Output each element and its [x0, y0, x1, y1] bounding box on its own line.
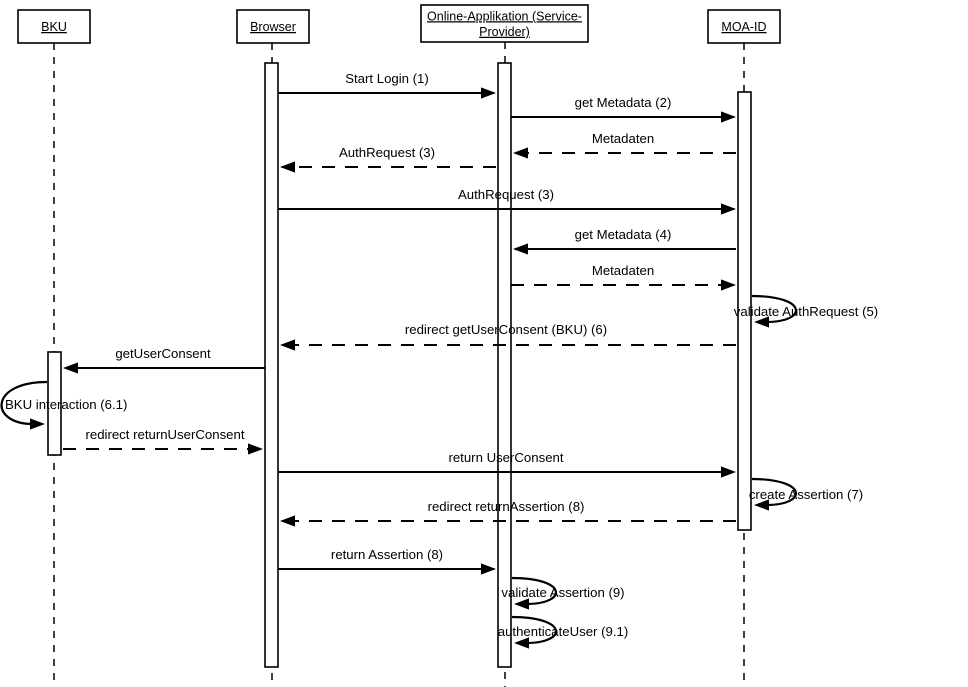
lifeline-head-box-moa-id[interactable] — [707, 9, 781, 44]
lifeline-heads-layer: BKU Browser Online-Applikation (Service- Pr… — [17, 4, 781, 44]
message-9-arrowhead — [280, 339, 295, 351]
message-17-arrowhead — [514, 598, 529, 610]
message-11-label: BKU interaction (6.1) — [5, 397, 127, 412]
message-2-arrowhead — [721, 111, 736, 123]
lifeline-head-label-online-applikation: Online-Applikation (Service- — [427, 9, 582, 23]
message-4-arrowhead — [280, 161, 295, 173]
message-10-label: getUserConsent — [115, 346, 211, 361]
message-13-label: return UserConsent — [448, 450, 563, 465]
activation-bar-bku-0 — [47, 351, 62, 456]
message-7-label: Metadaten — [592, 263, 654, 278]
messages-layer: Start Login (1) get Metadata (2) Metadaten… — [0, 71, 878, 649]
message-17-label: validate Assertion (9) — [501, 585, 624, 600]
message-1-arrowhead — [481, 87, 496, 99]
message-13-arrowhead — [721, 466, 736, 478]
activation-bar-moa-id-0 — [737, 91, 752, 531]
message-9-label: redirect getUserConsent (BKU) (6) — [405, 322, 607, 337]
message-14-label: create Assertion (7) — [749, 487, 863, 502]
message-5-label: AuthRequest (3) — [458, 187, 554, 202]
message-1-label: Start Login (1) — [345, 71, 429, 86]
lifeline-head-box-bku[interactable] — [17, 9, 91, 44]
message-8-self-loop-path — [751, 294, 797, 324]
message-18-self-loop-path — [511, 615, 557, 645]
message-10-arrowhead — [63, 362, 78, 374]
message-11-self-loop-path — [0, 380, 48, 426]
lifeline-head-box-browser[interactable] — [236, 9, 310, 44]
lifeline-head-label-bku: BKU — [41, 20, 67, 34]
lifeline-head-label-browser: Browser — [250, 20, 296, 34]
message-2-label: get Metadata (2) — [575, 95, 672, 110]
lifeline-head-label-online-applikation: Provider) — [479, 25, 530, 39]
message-3-label: Metadaten — [592, 131, 654, 146]
message-8-arrowhead — [754, 316, 769, 328]
message-5-arrowhead — [721, 203, 736, 215]
message-12-arrowhead — [248, 443, 263, 455]
message-14-self-loop-path — [751, 477, 797, 507]
message-6-arrowhead — [513, 243, 528, 255]
message-6-label: get Metadata (4) — [575, 227, 672, 242]
message-8-label: validate AuthRequest (5) — [734, 304, 878, 319]
message-18-arrowhead — [514, 637, 529, 649]
message-14-arrowhead — [754, 499, 769, 511]
lifeline-head-box-online-applikation[interactable] — [420, 4, 589, 43]
activation-bar-online-applikation-0 — [497, 62, 512, 668]
message-7-arrowhead — [721, 279, 736, 291]
message-18-label: authenticateUser (9.1) — [498, 624, 628, 639]
activations-layer — [47, 62, 752, 668]
message-15-label: redirect returnAssertion (8) — [428, 499, 585, 514]
message-16-label: return Assertion (8) — [331, 547, 443, 562]
message-15-arrowhead — [280, 515, 295, 527]
activation-bar-browser-0 — [264, 62, 279, 668]
message-12-label: redirect returnUserConsent — [85, 427, 244, 442]
message-16-arrowhead — [481, 563, 496, 575]
message-4-label: AuthRequest (3) — [339, 145, 435, 160]
lifeline-head-label-moa-id: MOA-ID — [721, 20, 766, 34]
message-11-arrowhead — [30, 418, 45, 430]
message-3-arrowhead — [513, 147, 528, 159]
message-17-self-loop-path — [511, 576, 557, 606]
